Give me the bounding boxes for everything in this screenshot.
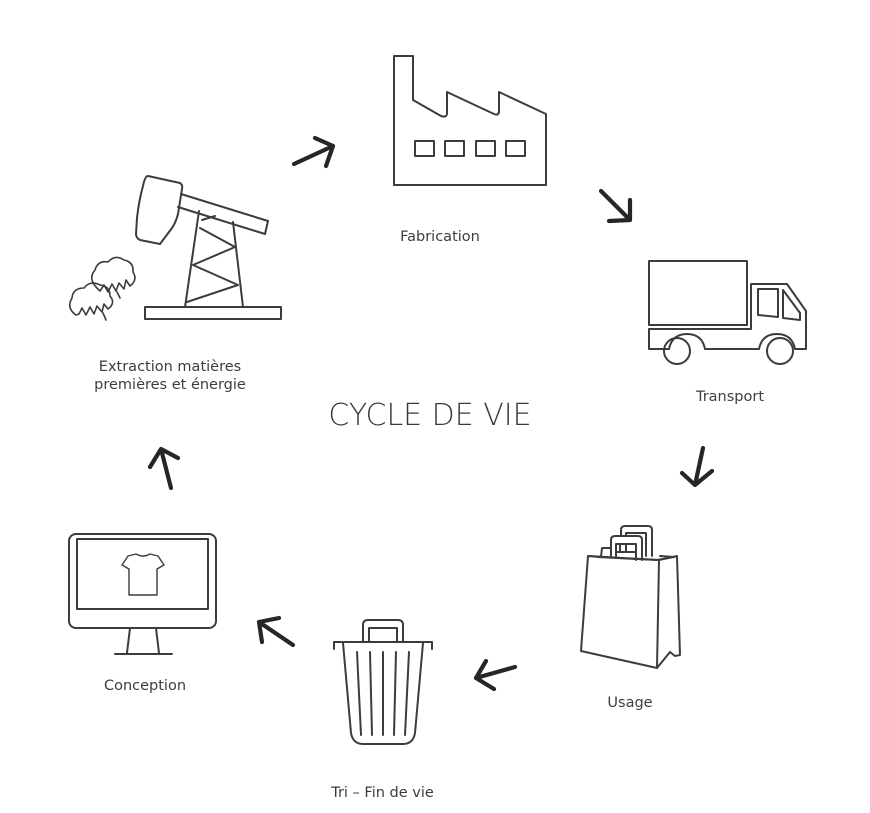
truck-icon — [648, 260, 807, 365]
label-fin-de-vie: Tri – Fin de vie — [331, 785, 434, 801]
arrow-extraction-to-fabrication — [291, 135, 336, 169]
arrow-fin-de-vie-to-conception — [256, 615, 296, 648]
arrow-conception-to-extraction — [147, 446, 181, 491]
label-fabrication: Fabrication — [400, 229, 480, 245]
cotton-boll-icon — [68, 256, 136, 321]
factory-icon — [393, 55, 547, 186]
monitor-icon — [68, 533, 217, 655]
diagram-title: CYCLE DE VIE — [328, 398, 532, 433]
label-extraction: Extraction matières premières et énergie — [60, 358, 280, 394]
shopping-bag-icon — [580, 525, 681, 669]
label-transport: Transport — [695, 389, 765, 405]
label-usage: Usage — [607, 695, 653, 711]
label-conception: Conception — [103, 678, 187, 694]
arrow-fabrication-to-transport — [598, 188, 633, 224]
label-extraction-line-1: Extraction matières — [98, 359, 242, 375]
trash-can-icon — [333, 619, 433, 745]
tshirt-icon — [121, 553, 165, 596]
oil-pump-icon — [135, 175, 282, 320]
arrow-usage-to-fin-de-vie — [473, 658, 518, 692]
arrow-transport-to-usage — [679, 445, 715, 488]
label-extraction-line-2: premières et énergie — [94, 377, 246, 393]
